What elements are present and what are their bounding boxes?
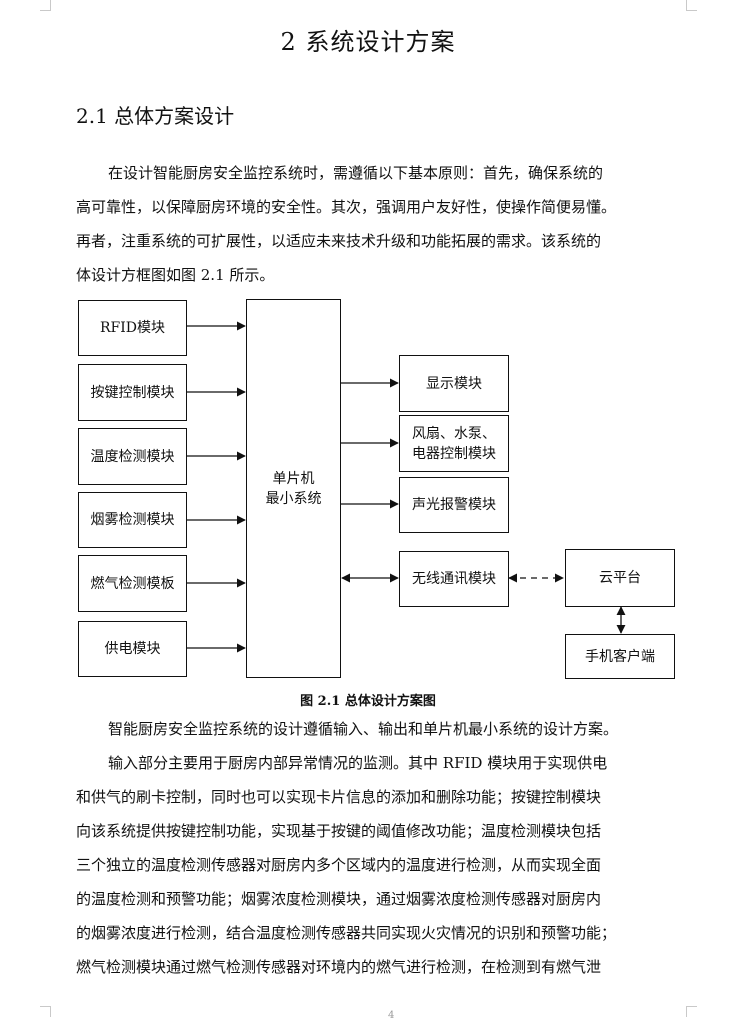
text-line: 三个独立的温度检测传感器对厨房内多个区域内的温度进行检测，从而实现全面 — [76, 856, 602, 874]
mcu-system-box: 单片机 最小系统 — [246, 299, 341, 678]
text-line: 燃气检测模块通过燃气检测传感器对环境内的燃气进行检测，在检测到有燃气泄 — [76, 958, 602, 976]
text-line: 输入部分主要用于厨房内部异常情况的监测。其中 RFID 模块用于实现供电 — [108, 754, 608, 772]
chapter-title: 2 系统设计方案 — [280, 28, 456, 56]
smoke-module-box: 烟雾检测模块 — [78, 492, 187, 548]
text-line: 再者，注重系统的可扩展性，以适应未来技术升级和功能拓展的需求。该系统的 — [76, 232, 602, 250]
text-line: 向该系统提供按键控制功能，实现基于按键的阈值修改功能；温度检测模块包括 — [76, 822, 602, 840]
page-corner-mark — [686, 0, 697, 11]
section-title: 2.1 总体方案设计 — [76, 104, 235, 128]
cloud-platform-box: 云平台 — [565, 549, 675, 607]
input-section-paragraph: 输入部分主要用于厨房内部异常情况的监测。其中 RFID 模块用于实现供电 和供气… — [76, 746, 684, 984]
intro-paragraph: 在设计智能厨房安全监控系统时，需遵循以下基本原则：首先，确保系统的 高可靠性，以… — [76, 156, 684, 292]
temperature-module-box: 温度检测模块 — [78, 428, 187, 485]
wireless-module-box: 无线通讯模块 — [399, 551, 509, 607]
text-line: 的温度检测和预警功能；烟雾浓度检测模块，通过烟雾浓度检测传感器对厨房内 — [76, 890, 602, 908]
key-control-module-box: 按键控制模块 — [78, 364, 187, 421]
text-line: 体设计方框图如图 2.1 所示。 — [76, 266, 275, 284]
text-line: 高可靠性，以保障厨房环境的安全性。其次，强调用户友好性，使操作简便易懂。 — [76, 198, 617, 216]
rfid-module-box: RFID模块 — [78, 300, 187, 356]
design-summary-paragraph: 智能厨房安全监控系统的设计遵循输入、输出和单片机最小系统的设计方案。 — [76, 712, 684, 746]
mcu-label-line: 单片机 — [272, 470, 315, 487]
control-label-line: 风扇、水泵、 — [412, 425, 496, 442]
power-module-box: 供电模块 — [78, 621, 187, 677]
mobile-client-box: 手机客户端 — [565, 634, 675, 679]
mcu-label-line: 最小系统 — [265, 490, 322, 507]
gas-module-box: 燃气检测模板 — [78, 555, 187, 612]
system-block-diagram: RFID模块 按键控制模块 温度检测模块 烟雾检测模块 燃气检测模板 供电模块 … — [76, 295, 684, 685]
page-corner-mark — [40, 1006, 51, 1017]
page-number: 4 — [388, 1010, 395, 1021]
page-corner-mark — [40, 0, 51, 11]
figure-caption: 图 2.1 总体设计方案图 — [300, 694, 436, 709]
text-line: 在设计智能厨房安全监控系统时，需遵循以下基本原则：首先，确保系统的 — [108, 164, 604, 182]
text-line: 智能厨房安全监控系统的设计遵循输入、输出和单片机最小系统的设计方案。 — [108, 720, 619, 738]
diagram-connectors — [187, 321, 626, 653]
text-line: 和供气的刷卡控制，同时也可以实现卡片信息的添加和删除功能；按键控制模块 — [76, 788, 602, 806]
display-module-box: 显示模块 — [399, 355, 509, 412]
text-line: 的烟雾浓度进行检测，结合温度检测传感器共同实现火灾情况的识别和预警功能； — [76, 924, 617, 942]
page-corner-mark — [686, 1006, 697, 1017]
control-label-line: 电器控制模块 — [412, 445, 496, 462]
alarm-module-box: 声光报警模块 — [399, 477, 509, 533]
control-module-box: 风扇、水泵、 电器控制模块 — [399, 415, 509, 472]
